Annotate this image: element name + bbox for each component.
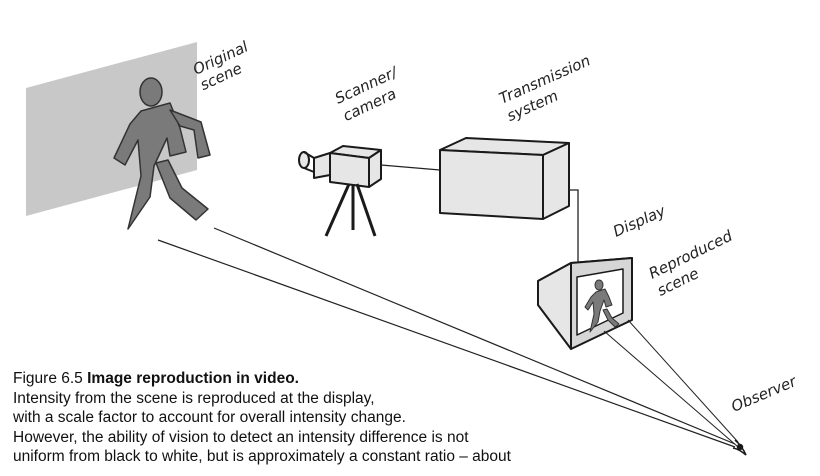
walking-figure-reproduced xyxy=(584,279,620,333)
display-sight-line-upper xyxy=(627,319,739,443)
scanner-camera-icon xyxy=(298,145,382,237)
scanner-camera-label: Scanner/ camera xyxy=(332,61,412,125)
sight-line-lower xyxy=(157,239,736,448)
display-label: Display xyxy=(610,201,669,240)
figure-number: Figure 6.5 xyxy=(13,370,83,387)
caption-line-3: However, the ability of vision to detect… xyxy=(13,428,469,446)
caption-line-1: Intensity from the scene is reproduced a… xyxy=(13,389,375,407)
original-scene-label: Original scene xyxy=(190,35,262,94)
figure-caption: Figure 6.5 Image reproduction in video. … xyxy=(13,369,713,467)
caption-line-2: with a scale factor to account for overa… xyxy=(13,409,406,426)
reproduced-scene-label: Reproduced scene xyxy=(646,225,748,300)
walking-figure-original xyxy=(113,77,211,230)
display-monitor xyxy=(537,257,633,350)
transmission-system-box xyxy=(439,137,570,220)
transmission-system-label: Transmission system xyxy=(496,49,605,125)
camera-cable xyxy=(380,164,441,171)
figure-title: Image reproduction in video. xyxy=(87,370,299,387)
caption-line-4: uniform from black to white, but is appr… xyxy=(13,448,511,465)
display-cable xyxy=(569,189,579,262)
observer-label: Observer xyxy=(729,372,800,416)
sight-line-upper xyxy=(213,227,736,445)
observer-eye-icon xyxy=(732,439,747,456)
display-sight-line-lower xyxy=(603,330,738,447)
caption-heading: Figure 6.5 Image reproduction in video. xyxy=(13,369,713,389)
